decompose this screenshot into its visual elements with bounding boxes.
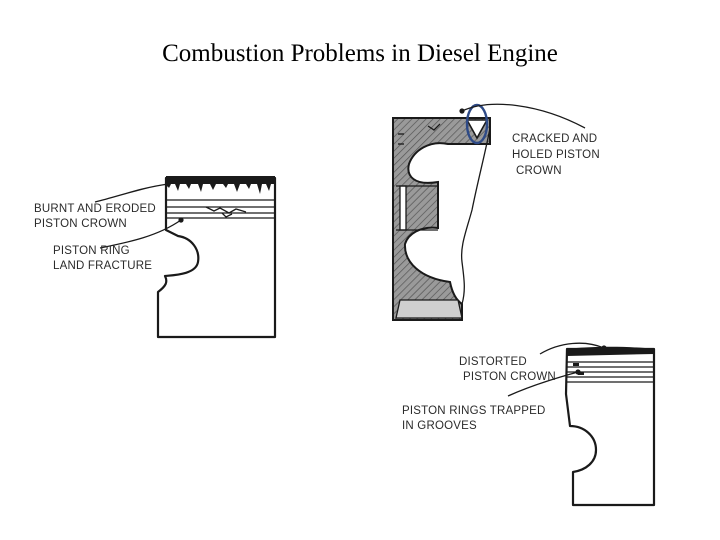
land-fracture-label: PISTON RING LAND FRACTURE [53, 245, 152, 272]
rings-trapped-leader [507, 371, 579, 397]
burnt-crown-leader [94, 183, 169, 203]
page-title: Combustion Problems in Diesel Engine [162, 40, 558, 67]
distorted-crown-label: DISTORTED PISTON CROWN [459, 356, 556, 383]
cracked-crown-leader [461, 103, 586, 129]
cracked-crown-label: CRACKED AND HOLED PISTON CROWN [512, 133, 603, 177]
center-piston-section: CRACKED AND HOLED PISTON CROWN [392, 103, 603, 321]
crown-hole-mark [465, 119, 489, 140]
left-piston-body [156, 176, 277, 339]
center-section-hatched [392, 117, 491, 321]
land-fracture-leader [99, 219, 182, 249]
burnt-crown-label: BURNT AND ERODED PISTON CROWN [34, 203, 159, 230]
right-distorted-crown [567, 346, 654, 356]
highlight-circle [465, 103, 489, 145]
rings-trapped-label: PISTON RINGS TRAPPED IN GROOVES [402, 405, 549, 432]
left-eroded-crown [166, 176, 275, 194]
land-fracture-crack [205, 206, 247, 214]
right-piston-illustration: DISTORTED PISTON CROWN PISTON RINGS TRAP… [402, 342, 656, 507]
left-piston-illustration: BURNT AND ERODED PISTON CROWN PISTON RIN… [34, 176, 277, 339]
distorted-crown-leader [539, 342, 605, 355]
right-piston-body [564, 347, 656, 507]
